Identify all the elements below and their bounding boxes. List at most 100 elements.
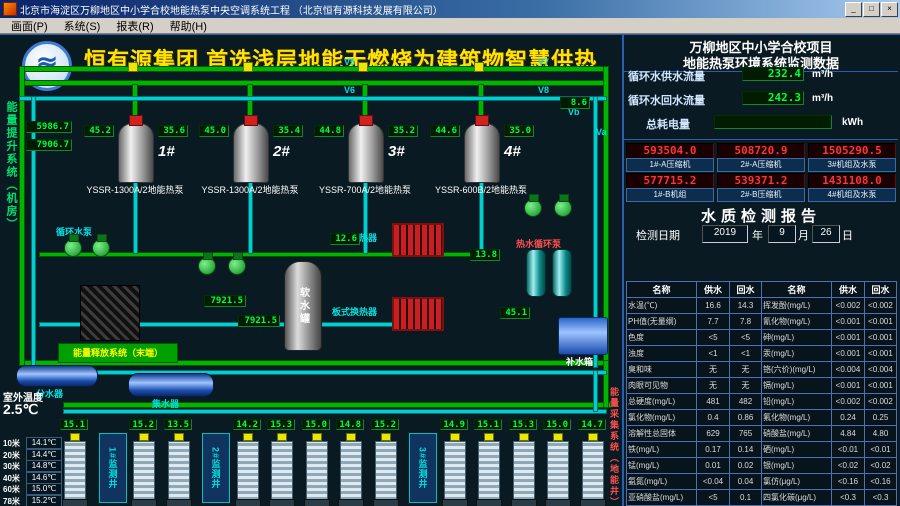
monitor-well-2[interactable]: 2#监测井 — [202, 433, 230, 503]
soft-water-tank[interactable]: 软水罐 — [284, 261, 322, 351]
well-valve-icon[interactable] — [484, 433, 494, 441]
wq-name-cell: 浊度 — [627, 346, 697, 362]
well-column[interactable] — [513, 441, 535, 501]
wq-value-cell: <0.16 — [832, 474, 865, 490]
wq-value-cell: 482 — [730, 394, 762, 410]
pump-icon-5[interactable] — [524, 194, 542, 217]
well-column[interactable] — [271, 441, 293, 501]
menu-item-4[interactable]: 帮助(H) — [169, 20, 207, 33]
pump-icon-6[interactable] — [554, 194, 572, 217]
heat-exchanger-2[interactable] — [392, 297, 444, 331]
wq-name-cell: 氰化物(mg/L) — [762, 314, 832, 330]
wq-value-cell: <0.001 — [832, 378, 865, 394]
menu-item-1[interactable]: 画面(P) — [11, 20, 48, 33]
well-valve-icon[interactable] — [519, 433, 529, 441]
monitor-well-3[interactable]: 3#监测井 — [409, 433, 437, 503]
water-distributor[interactable] — [16, 365, 98, 387]
water-collector-label: 集水器 — [152, 399, 180, 409]
wq-value-cell: 481 — [697, 394, 730, 410]
wq-value-cell: 无 — [697, 362, 730, 378]
well-column[interactable] — [168, 441, 190, 501]
well-column[interactable] — [547, 441, 569, 501]
heat-pump-unit-3[interactable] — [348, 123, 384, 183]
wq-value-cell: <1 — [730, 346, 762, 362]
storage-tank[interactable] — [80, 285, 140, 341]
wq-value-cell: 0.25 — [865, 410, 897, 426]
well-valve-icon[interactable] — [312, 433, 322, 441]
well-column[interactable] — [340, 441, 362, 501]
release-system-banner: 能量释放系统（末端） — [58, 343, 178, 363]
pipe-green — [604, 361, 608, 407]
heat-pump-unit-1[interactable] — [118, 123, 154, 183]
well-column[interactable] — [375, 441, 397, 501]
wq-name-cell: 镉(mg/L) — [762, 378, 832, 394]
menu-item-3[interactable]: 报表(R) — [116, 20, 154, 33]
heat-exchanger-1[interactable] — [392, 223, 444, 257]
pipe-meter-readout: 7921.5 — [238, 315, 280, 327]
wq-name-cell: 锰(mg/L) — [627, 458, 697, 474]
well-temp-readout: 15.1 — [474, 419, 502, 430]
menu-item-2[interactable]: 系统(S) — [63, 20, 101, 33]
well-valve-icon[interactable] — [450, 433, 460, 441]
wq-value-cell: <0.04 — [697, 474, 730, 490]
well-valve-icon[interactable] — [381, 433, 391, 441]
pump-icon-4[interactable] — [228, 252, 246, 275]
maximize-button[interactable]: □ — [863, 1, 880, 17]
well-column[interactable] — [478, 441, 500, 501]
hot-water-pump-tank-2[interactable] — [552, 249, 572, 297]
report-date-day[interactable]: 26 — [812, 225, 840, 243]
valve-icon[interactable] — [244, 63, 252, 71]
wq-value-cell: 无 — [730, 378, 762, 394]
wq-value-cell: <0.001 — [832, 314, 865, 330]
monitor-well-1[interactable]: 1#监测井 — [99, 433, 127, 503]
valve-icon[interactable] — [475, 63, 483, 71]
close-button[interactable]: × — [881, 1, 898, 17]
report-date-month[interactable]: 9 — [768, 225, 796, 243]
well-column[interactable] — [237, 441, 259, 501]
well-temp-readout: 15.3 — [509, 419, 537, 430]
depth-label: 78米 — [3, 496, 20, 506]
wq-value-cell: <0.002 — [865, 394, 897, 410]
well-valve-icon[interactable] — [243, 433, 253, 441]
water-collector[interactable] — [128, 373, 214, 397]
valve-icon[interactable] — [129, 63, 137, 71]
well-base — [62, 499, 88, 506]
well-valve-icon[interactable] — [70, 433, 80, 441]
wq-value-cell: <0.004 — [865, 362, 897, 378]
valve-icon[interactable] — [359, 63, 367, 71]
energy-meter-value: 577715.2 — [626, 173, 714, 189]
circulation-pump-label: 循环水泵 — [56, 227, 93, 237]
wq-value-cell: 629 — [697, 426, 730, 442]
well-column[interactable] — [306, 441, 328, 501]
pump-icon-1[interactable] — [64, 234, 82, 257]
wq-value-cell: <0.02 — [865, 458, 897, 474]
pump-icon-3[interactable] — [198, 252, 216, 275]
hot-water-pump-tank-1[interactable] — [526, 249, 546, 297]
well-column[interactable] — [444, 441, 466, 501]
report-date-year[interactable]: 2019 — [702, 225, 748, 243]
makeup-water-tank[interactable] — [558, 317, 608, 355]
minimize-button[interactable]: _ — [845, 1, 862, 17]
pump-icon-2[interactable] — [92, 234, 110, 257]
well-valve-icon[interactable] — [139, 433, 149, 441]
well-valve-icon[interactable] — [174, 433, 184, 441]
pipe-green — [133, 85, 137, 123]
well-valve-icon[interactable] — [277, 433, 287, 441]
well-base — [338, 499, 364, 506]
report-date-day-suffix: 日 — [842, 230, 853, 242]
valve-label-V7: V7 — [538, 57, 550, 67]
well-column[interactable] — [582, 441, 604, 501]
wq-name-cell: 挥发酚(mg/L) — [762, 298, 832, 314]
unit-model-label: YSSR-600B/2地能热泵 — [434, 185, 528, 195]
well-column[interactable] — [133, 441, 155, 501]
well-valve-icon[interactable] — [588, 433, 598, 441]
well-valve-icon[interactable] — [346, 433, 356, 441]
heat-pump-unit-4[interactable] — [464, 123, 500, 183]
report-date-label: 检测日期 — [636, 230, 680, 242]
wq-value-cell: <0.001 — [865, 378, 897, 394]
heat-pump-unit-2[interactable] — [233, 123, 269, 183]
wq-name-cell: 肉眼可见物 — [627, 378, 697, 394]
well-column[interactable] — [64, 441, 86, 501]
well-valve-icon[interactable] — [553, 433, 563, 441]
